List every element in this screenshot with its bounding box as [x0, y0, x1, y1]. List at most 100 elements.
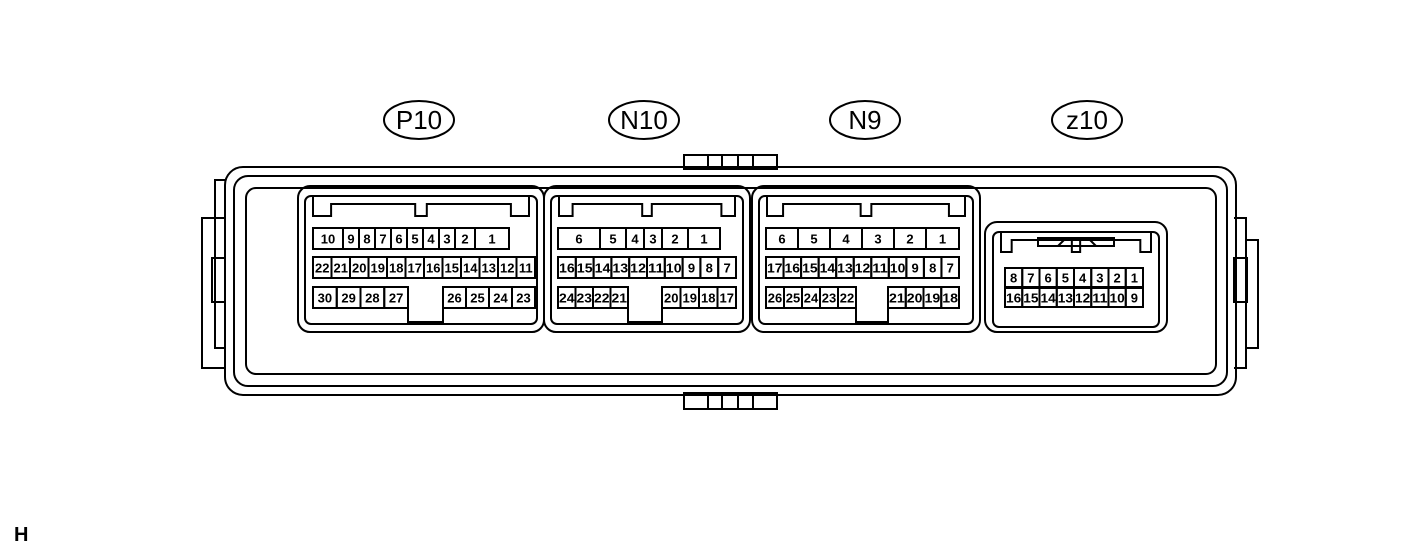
- pin-number: 24: [493, 291, 508, 306]
- pin-number: 20: [907, 291, 923, 306]
- pin-number: 21: [334, 261, 348, 276]
- pin-number: 2: [461, 232, 468, 247]
- pin-number: 30: [318, 291, 332, 306]
- pin-number: 22: [315, 261, 329, 276]
- connector-label-badge: [383, 100, 455, 140]
- connector-shell: [984, 221, 1168, 333]
- pin-number: 1: [700, 232, 707, 247]
- connector-id-label: N9: [848, 105, 881, 135]
- pin-number: 13: [837, 261, 853, 276]
- pin-number: 24: [804, 291, 819, 306]
- pin-number: 25: [470, 291, 484, 306]
- pin-number: 8: [363, 232, 370, 247]
- pin-number: 16: [1006, 291, 1021, 306]
- pin-number: 8: [1010, 271, 1017, 286]
- pin-number: 3: [443, 232, 450, 247]
- pin-number: 23: [822, 291, 836, 306]
- pin-number: 15: [445, 261, 459, 276]
- pin-number: 14: [595, 261, 612, 276]
- pin-number: 18: [389, 261, 403, 276]
- pin-cell: [511, 286, 536, 309]
- pin-cell: [837, 286, 857, 309]
- pin-number: 6: [575, 232, 582, 247]
- pin-number: 4: [427, 232, 435, 247]
- pin-number: 17: [767, 261, 783, 276]
- pin-number: 11: [519, 261, 533, 276]
- pin-number: 20: [664, 291, 678, 306]
- pin-number: 16: [559, 261, 575, 276]
- pin-number: 6: [395, 232, 402, 247]
- pin-number: 6: [778, 232, 785, 247]
- pin-cell: [474, 227, 510, 250]
- pin-number: 9: [1131, 291, 1138, 306]
- pin-number: 24: [559, 291, 575, 306]
- pin-number: 4: [1079, 271, 1087, 286]
- top-latch: [683, 154, 778, 170]
- connector-label-badge: [1051, 100, 1123, 140]
- corner-label: H: [14, 524, 28, 546]
- pin-number: 10: [321, 232, 335, 247]
- pin-number: 14: [1041, 291, 1057, 306]
- pin-number: 20: [352, 261, 366, 276]
- pin-number: 21: [889, 291, 905, 306]
- pin-number: 7: [379, 232, 386, 247]
- connector-shell: [297, 185, 545, 333]
- pin-number: 15: [802, 261, 818, 276]
- pin-number: 6: [1045, 271, 1052, 286]
- connector-shell: [543, 185, 751, 333]
- pin-number: 22: [594, 291, 610, 306]
- pin-number: 1: [1131, 271, 1138, 286]
- pin-number: 5: [1062, 271, 1069, 286]
- pin-number: 26: [768, 291, 782, 306]
- pin-number: 22: [840, 291, 854, 306]
- pin-number: 11: [872, 261, 888, 276]
- pin-number: 18: [701, 291, 715, 306]
- pin-number: 5: [411, 232, 418, 247]
- pin-number: 19: [925, 291, 941, 306]
- pin-number: 19: [683, 291, 697, 306]
- pin-number: 12: [630, 261, 646, 276]
- connector-label-badge: [829, 100, 901, 140]
- pin-number: 11: [648, 261, 664, 276]
- connector-label-badge: [608, 100, 680, 140]
- pin-number: 12: [1075, 291, 1090, 306]
- pin-number: 21: [612, 291, 628, 306]
- pin-number: 29: [341, 291, 355, 306]
- connector-shell: [751, 185, 981, 333]
- pin-number: 2: [906, 232, 913, 247]
- pin-cell: [609, 286, 629, 309]
- pin-number: 15: [577, 261, 593, 276]
- pin-cell: [1124, 287, 1144, 308]
- pin-number: 9: [347, 232, 354, 247]
- pin-number: 13: [482, 261, 496, 276]
- pin-number: 8: [929, 261, 936, 276]
- pin-number: 27: [389, 291, 403, 306]
- pin-number: 10: [1110, 291, 1125, 306]
- pin-cell: [940, 286, 960, 309]
- pin-cell: [383, 286, 409, 309]
- pin-number: 13: [1058, 291, 1073, 306]
- pin-number: 16: [785, 261, 801, 276]
- pin-number: 10: [666, 261, 682, 276]
- pin-number: 7: [723, 261, 730, 276]
- pin-number: 10: [890, 261, 906, 276]
- pin-number: 3: [1096, 271, 1103, 286]
- pin-cell: [716, 286, 737, 309]
- pin-number: 11: [1092, 291, 1107, 306]
- pin-number: 25: [786, 291, 800, 306]
- connector-id-label: N10: [620, 105, 668, 135]
- pin-cell: [940, 256, 960, 279]
- pin-number: 19: [371, 261, 385, 276]
- pin-number: 26: [447, 291, 461, 306]
- pin-number: 18: [942, 291, 958, 306]
- pin-number: 9: [688, 261, 695, 276]
- pin-number: 16: [426, 261, 440, 276]
- pin-cell: [687, 227, 721, 250]
- pin-number: 7: [1027, 271, 1034, 286]
- bottom-latch: [683, 392, 778, 410]
